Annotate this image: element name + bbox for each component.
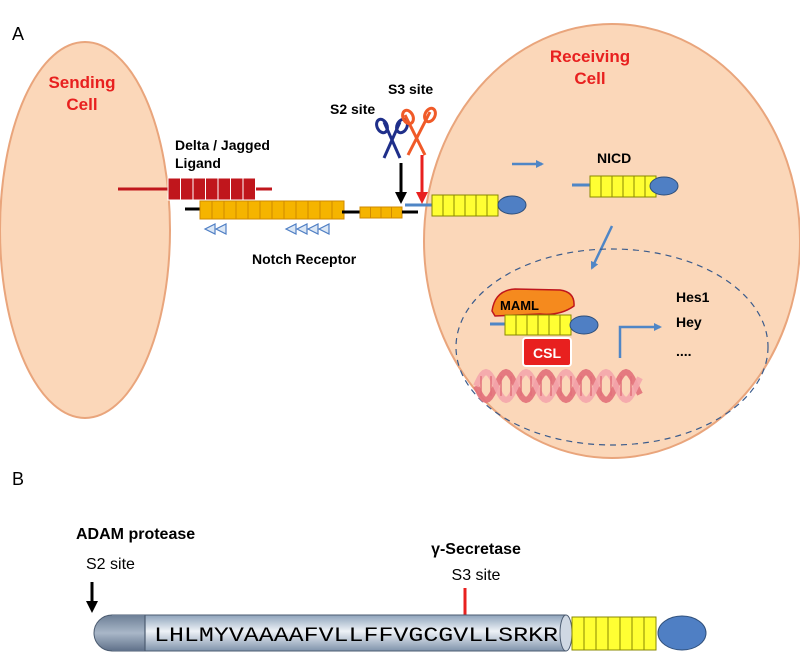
- translocation-arrow: [590, 225, 614, 270]
- transmembrane-domain: [93, 614, 573, 652]
- ank-repeat: [595, 616, 609, 651]
- ligand-label-line1: Delta / Jagged: [175, 137, 270, 153]
- target-gene-hey: Hey: [676, 314, 702, 330]
- tm-sequence: LHLMYVAAAAFVLLFFVGCGVLLSRKR: [154, 625, 558, 648]
- ank-repeat: [475, 194, 488, 217]
- ank-repeat: [453, 194, 466, 217]
- receptor-egf-repeat: [295, 200, 309, 220]
- ank-repeat: [431, 194, 444, 217]
- receptor-egf-repeat: [331, 200, 345, 220]
- receptor-lnr-repeat: [370, 206, 382, 219]
- maml-label: MAML: [500, 298, 539, 313]
- ligand-egf-repeat: [230, 177, 244, 201]
- receiving-cell-label-line1: Receiving: [550, 47, 630, 66]
- receptor-egf-repeat: [259, 200, 273, 220]
- dna-helix: [473, 368, 643, 404]
- ank-repeat: [643, 616, 657, 651]
- ank-repeat: [548, 314, 561, 336]
- delta-jagged-ligand: [118, 177, 272, 201]
- ank-repeat: [622, 175, 635, 198]
- ank-repeat: [504, 314, 517, 336]
- receiving-cell: [423, 23, 800, 459]
- target-gene-more: ....: [676, 343, 692, 359]
- ligand-egf-repeat: [167, 177, 181, 201]
- ank-repeat: [631, 616, 645, 651]
- gamma-secretase-label: γ-Secretase: [431, 541, 521, 558]
- sending-cell: [0, 41, 171, 419]
- receptor-egf-repeat: [319, 200, 333, 220]
- ca-binding-triangle: [317, 223, 330, 235]
- ank-repeat: [619, 616, 633, 651]
- adam-s2-site-label: S2 site: [86, 556, 135, 573]
- receptor-lnr-repeat: [359, 206, 371, 219]
- receptor-egf-repeat: [211, 200, 225, 220]
- ca-binding-triangle: [284, 223, 297, 235]
- receptor-egf-repeat: [235, 200, 249, 220]
- s3-scissors-icon: [401, 106, 437, 156]
- ca-binding-triangle: [295, 223, 308, 235]
- ank-repeat: [589, 175, 602, 198]
- adam-protease-label: ADAM protease: [76, 526, 195, 543]
- notch-receptor-label: Notch Receptor: [252, 251, 357, 267]
- ca-binding-triangle: [306, 223, 319, 235]
- ank-repeat: [600, 175, 613, 198]
- s2-scissors-icon: [375, 117, 409, 159]
- csl-protein: [522, 337, 572, 367]
- receptor-egf-repeat: [199, 200, 213, 220]
- ca-binding-triangle: [214, 223, 227, 235]
- ligand-label-line2: Ligand: [175, 155, 221, 171]
- nuclear-nicd: [490, 314, 599, 336]
- receptor-egf-repeat: [283, 200, 297, 220]
- receptor-lnr-repeat: [391, 206, 403, 219]
- ligand-egf-repeat: [180, 177, 194, 201]
- receiving-cell-label-line2: Cell: [574, 69, 605, 88]
- ank-repeat: [611, 175, 624, 198]
- sending-cell-label-line2: Cell: [66, 95, 97, 114]
- membrane-bound-nicd: [431, 194, 527, 217]
- receptor-lnr-repeat: [380, 206, 392, 219]
- ligand-egf-repeat: [242, 177, 256, 201]
- ank-repeat: [442, 194, 455, 217]
- ank-repeat: [526, 314, 539, 336]
- nucleus: [455, 248, 769, 446]
- ank-repeat: [633, 175, 646, 198]
- ank-repeat: [486, 194, 499, 217]
- notch-receptor: [185, 200, 432, 235]
- panel-a-label: A: [12, 24, 24, 44]
- ank-repeat: [583, 616, 597, 651]
- ank-repeat: [464, 194, 477, 217]
- receptor-egf-repeat: [271, 200, 285, 220]
- target-gene-hes1: Hes1: [676, 289, 710, 305]
- ank-repeat: [571, 616, 585, 651]
- receptor-egf-repeat: [223, 200, 237, 220]
- ank-repeat: [537, 314, 550, 336]
- panel-b-label: B: [12, 469, 24, 489]
- ligand-egf-repeat: [192, 177, 206, 201]
- receptor-egf-repeat: [247, 200, 261, 220]
- ank-repeat: [559, 314, 572, 336]
- nicd-fragment: [572, 175, 679, 198]
- s3-site-label: S3 site: [388, 81, 433, 97]
- ligand-egf-repeat: [217, 177, 231, 201]
- sending-cell-label-line1: Sending: [48, 73, 115, 92]
- s2-site-label: S2 site: [330, 101, 375, 117]
- ank-repeat: [607, 616, 621, 651]
- maml-protein: [491, 288, 575, 317]
- ank-repeat: [515, 314, 528, 336]
- ca-binding-triangle: [203, 223, 216, 235]
- nicd-label: NICD: [597, 150, 631, 166]
- receptor-egf-repeat: [307, 200, 321, 220]
- transcription-arrow: [618, 323, 662, 358]
- panel-b-nicd: [571, 615, 707, 651]
- ligand-egf-repeat: [205, 177, 219, 201]
- csl-label: CSL: [533, 345, 561, 361]
- gamma-s3-site-label: S3 site: [452, 567, 501, 584]
